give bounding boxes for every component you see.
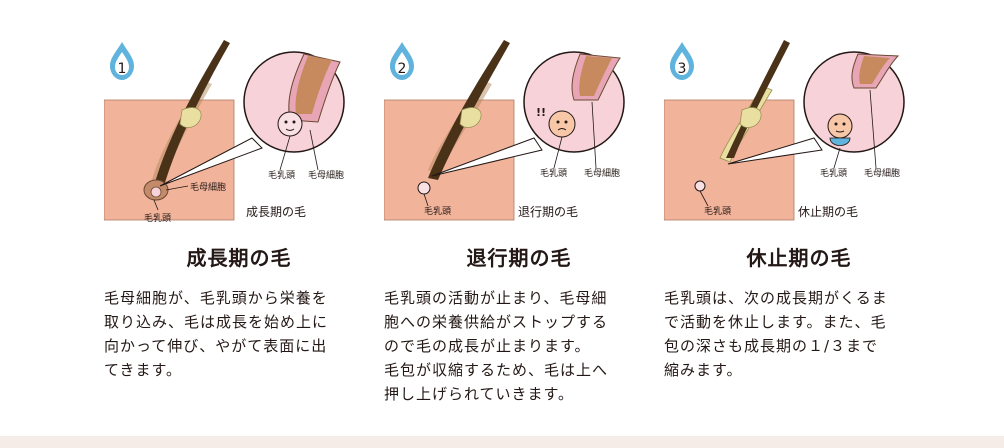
svg-text:!!: !!	[536, 106, 546, 119]
step-number-drop: 2	[390, 42, 414, 80]
hair-shaft	[726, 40, 790, 158]
zoom-papilla-label: 毛乳頭	[540, 167, 567, 179]
zoom-papilla-label: 毛乳頭	[268, 169, 295, 181]
description-line: 取り込み、毛は成長を始め上に	[104, 313, 329, 331]
hair-bulb	[694, 180, 706, 192]
bottom-band	[0, 436, 1004, 448]
zoom-papilla	[548, 110, 576, 138]
step-number: 2	[398, 61, 407, 77]
panel-catagen: 2 毛乳頭 !! 毛乳頭 毛母細胞	[384, 0, 654, 436]
description-line: 毛乳頭は、次の成長期がくるま	[664, 289, 888, 307]
panel-description: 毛母細胞が、毛乳頭から栄養を 取り込み、毛は成長を始め上に 向かって伸び、やがて…	[104, 286, 362, 382]
description-line: ので毛の成長が止まります。	[384, 337, 591, 355]
stage-label: 成長期の毛	[246, 205, 306, 219]
description-line: 胞への栄養供給がストップする	[384, 313, 609, 331]
panel-title: 成長期の毛	[186, 246, 292, 270]
catagen-illustration: 2 毛乳頭 !! 毛乳頭 毛母細胞	[384, 40, 654, 230]
zoom-papilla	[277, 111, 303, 137]
stage-label: 休止期の毛	[798, 205, 858, 219]
step-number-drop: 3	[670, 42, 694, 80]
papilla-label: 毛乳頭	[424, 205, 451, 217]
zoom-papilla-label: 毛乳頭	[820, 167, 847, 179]
description-line: 毛母細胞が、毛乳頭から栄養を	[104, 289, 328, 307]
panel-anagen: 1 毛母細胞 毛乳頭	[104, 0, 374, 436]
panel-title: 休止期の毛	[746, 246, 852, 270]
papilla-label: 毛乳頭	[704, 205, 731, 217]
stage-label: 退行期の毛	[518, 205, 578, 219]
anagen-illustration: 1 毛母細胞 毛乳頭	[104, 40, 374, 230]
description-line: てきます。	[104, 361, 183, 379]
telogen-illustration: 3 毛乳頭 毛乳頭 毛母細胞	[664, 40, 934, 230]
description-line: 毛乳頭の活動が止まり、毛母細	[384, 289, 608, 307]
description-line: 押し上げられていきます。	[384, 385, 575, 403]
matrix-label: 毛母細胞	[190, 181, 226, 193]
hair-bulb	[417, 181, 431, 195]
step-number-drop: 1	[110, 42, 134, 80]
description-line: 毛包が収縮するため、毛は上へ	[384, 361, 609, 379]
zoom-matrix-label: 毛母細胞	[308, 169, 344, 181]
papilla-label: 毛乳頭	[144, 212, 171, 224]
panel-description: 毛乳頭の活動が止まり、毛母細 胞への栄養供給がストップする ので毛の成長が止まり…	[384, 286, 642, 406]
description-line: 縮みます。	[664, 361, 743, 379]
description-line: で活動を休止します。また、毛	[664, 313, 887, 331]
zoom-matrix-label: 毛母細胞	[864, 167, 900, 179]
zoom-papilla	[827, 113, 853, 139]
panel-title: 退行期の毛	[466, 246, 572, 270]
panel-description: 毛乳頭は、次の成長期がくるま で活動を休止します。また、毛 包の深さも成長期の１…	[664, 286, 922, 382]
zoom-matrix-label: 毛母細胞	[584, 167, 620, 179]
step-number: 3	[678, 61, 687, 77]
panel-telogen: 3 毛乳頭 毛乳頭 毛母細胞	[664, 0, 934, 436]
step-number: 1	[118, 61, 127, 77]
description-line: 包の深さも成長期の１/３まで	[664, 337, 879, 355]
description-line: 向かって伸び、やがて表面に出	[104, 337, 328, 355]
